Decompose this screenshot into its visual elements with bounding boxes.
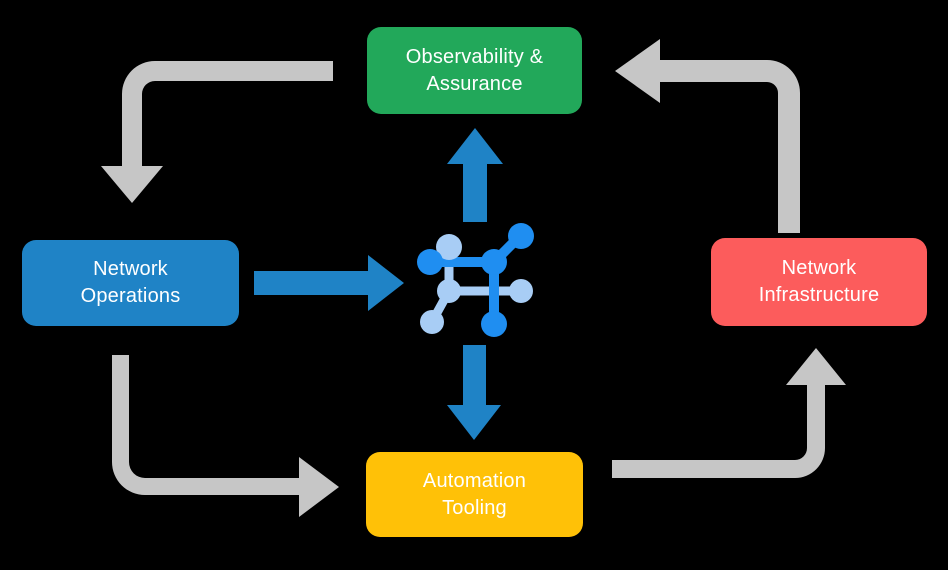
node-observability-label: Observability & Assurance bbox=[406, 44, 544, 98]
node-network-infrastructure-label: Network Infrastructure bbox=[759, 255, 880, 309]
node-network-operations-line2: Operations bbox=[80, 285, 181, 307]
node-observability-line1: Observability & bbox=[405, 45, 544, 68]
node-network-infrastructure[interactable]: Network Infrastructure bbox=[711, 238, 927, 326]
node-observability-assurance[interactable]: Observability & Assurance bbox=[367, 27, 582, 114]
gray-elbow-arrow-bottom-left bbox=[112, 355, 339, 517]
blue-arrow-right bbox=[254, 255, 404, 311]
node-automation-tooling[interactable]: Automation Tooling bbox=[366, 452, 583, 537]
node-network-operations[interactable]: Network Operations bbox=[22, 240, 239, 326]
node-network-operations-line1: Network bbox=[93, 258, 168, 280]
blue-arrow-down bbox=[447, 345, 501, 440]
node-automation-tooling-label: Automation Tooling bbox=[423, 468, 526, 522]
gray-elbow-arrow-top-right bbox=[615, 39, 800, 233]
gray-elbow-arrow-bottom-right bbox=[612, 348, 846, 478]
network-topology-icon bbox=[417, 223, 534, 337]
node-observability-line2: Assurance bbox=[426, 72, 523, 95]
gray-elbow-arrow-top-left bbox=[101, 61, 333, 203]
node-network-infrastructure-line2: Infrastructure bbox=[758, 284, 880, 306]
node-network-operations-label: Network Operations bbox=[81, 256, 181, 310]
node-automation-tooling-line1: Automation bbox=[422, 469, 527, 492]
node-network-infrastructure-line1: Network bbox=[781, 257, 857, 279]
node-automation-tooling-line2: Tooling bbox=[442, 496, 507, 519]
blue-arrow-up bbox=[447, 128, 503, 222]
